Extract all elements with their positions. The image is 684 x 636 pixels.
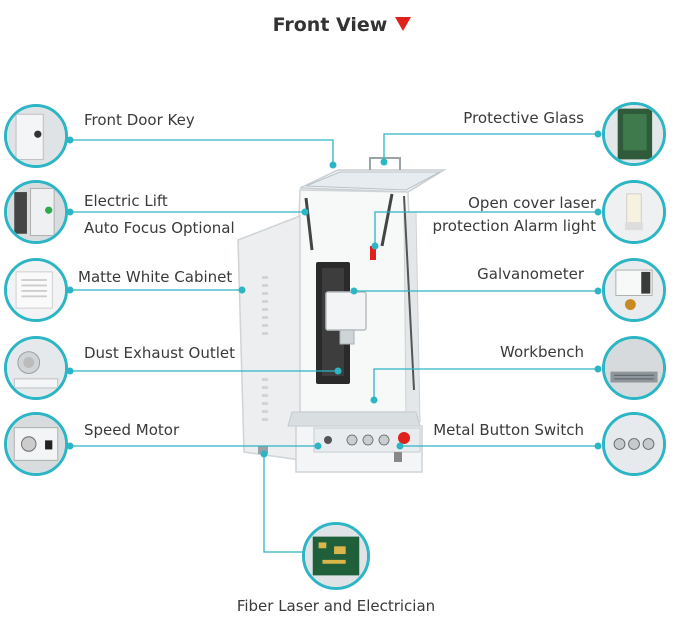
label-auto-focus: Auto Focus Optional bbox=[84, 219, 235, 237]
machine-illustration bbox=[237, 157, 447, 473]
page-title: Front View bbox=[0, 14, 684, 36]
label-electric-lift: Electric Lift bbox=[84, 192, 168, 210]
metal-button-switch-thumbnail bbox=[602, 412, 666, 476]
matte-white-cabinet-thumbnail bbox=[4, 258, 68, 322]
label-protective-glass: Protective Glass bbox=[463, 109, 584, 127]
label-open-cover-line2: protection Alarm light bbox=[432, 217, 596, 235]
label-metal-button-switch: Metal Button Switch bbox=[433, 421, 584, 439]
label-dust-exhaust-outlet: Dust Exhaust Outlet bbox=[84, 344, 236, 362]
title-text: Front View bbox=[272, 14, 388, 36]
speed-motor-thumbnail bbox=[4, 412, 68, 476]
workbench-thumbnail bbox=[602, 336, 666, 400]
connector-lines bbox=[66, 130, 602, 553]
galvanometer-thumbnail bbox=[602, 258, 666, 322]
protective-glass-thumbnail bbox=[602, 102, 666, 166]
alarm-light-thumbnail bbox=[602, 180, 666, 244]
electric-lift-thumbnail bbox=[4, 180, 68, 244]
label-front-door-key: Front Door Key bbox=[84, 111, 195, 129]
label-galvanometer: Galvanometer bbox=[477, 265, 584, 283]
down-triangle-icon bbox=[395, 16, 412, 31]
label-open-cover-line1: Open cover laser bbox=[468, 194, 596, 212]
dust-exhaust-outlet-thumbnail bbox=[4, 336, 68, 400]
fiber-laser-thumbnail bbox=[302, 522, 370, 590]
front-door-key-thumbnail bbox=[4, 104, 68, 168]
label-matte-white-cabinet: Matte White Cabinet bbox=[78, 268, 233, 286]
label-fiber-laser: Fiber Laser and Electrician bbox=[236, 597, 436, 615]
label-workbench: Workbench bbox=[500, 343, 584, 361]
label-speed-motor: Speed Motor bbox=[84, 421, 180, 439]
